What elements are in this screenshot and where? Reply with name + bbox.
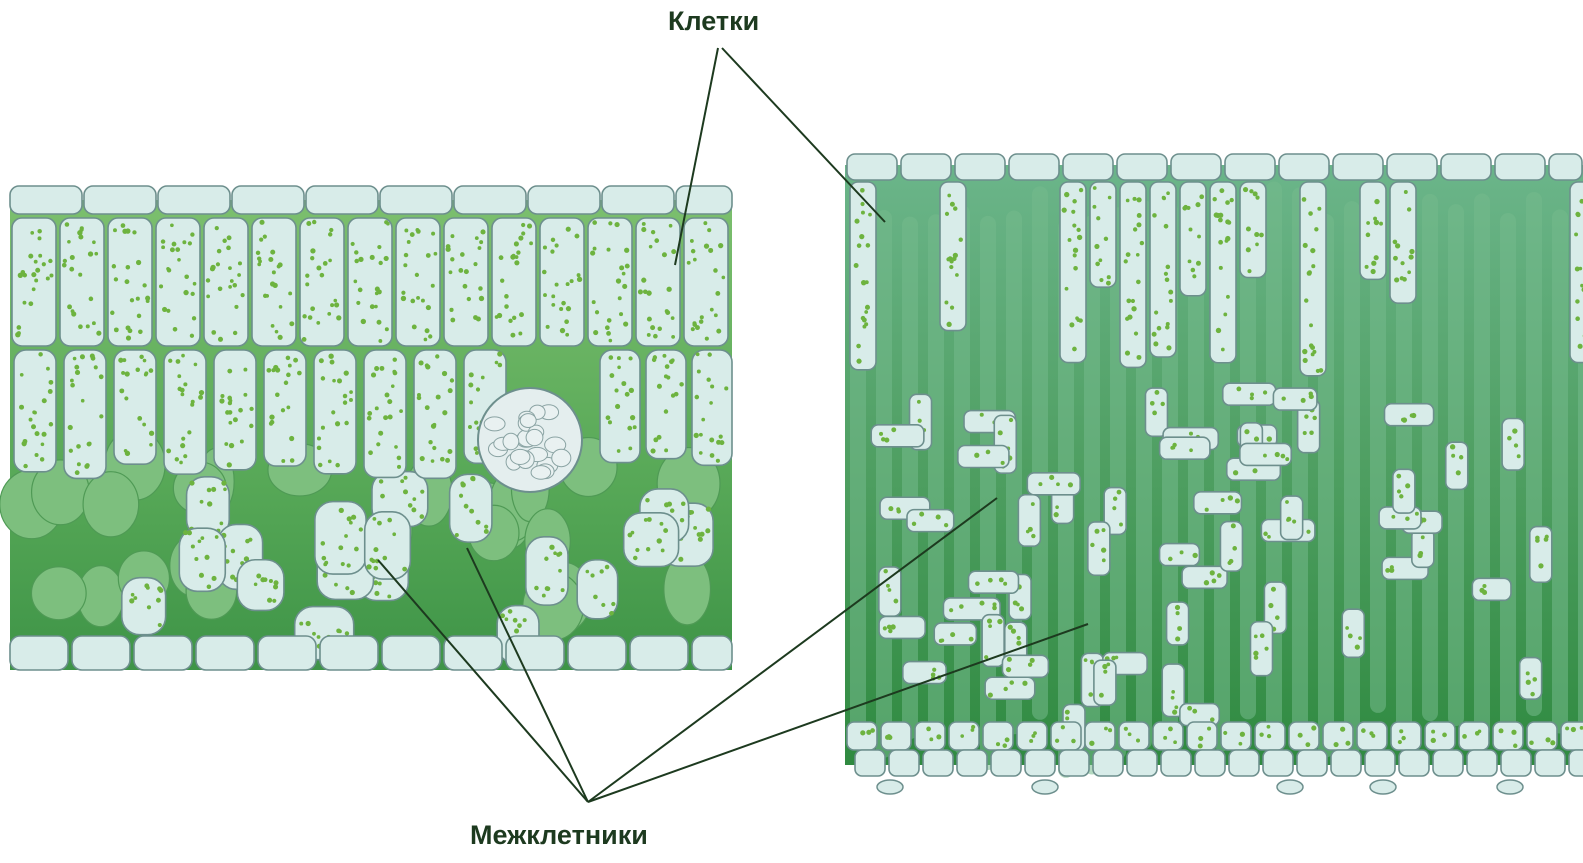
right-upper-epidermis	[847, 154, 1582, 180]
cells-leader-line-right	[722, 48, 885, 222]
left-upper-epidermis	[10, 186, 732, 214]
left-lower-epidermis	[10, 636, 732, 670]
vascular-bundle	[478, 388, 582, 492]
right-leaf-section	[845, 154, 1583, 794]
intercellular-spaces-label: Межклетники	[470, 822, 648, 849]
left-leaf-section	[0, 186, 732, 670]
cells-label: Клетки	[668, 8, 759, 35]
stomata	[877, 780, 1523, 794]
